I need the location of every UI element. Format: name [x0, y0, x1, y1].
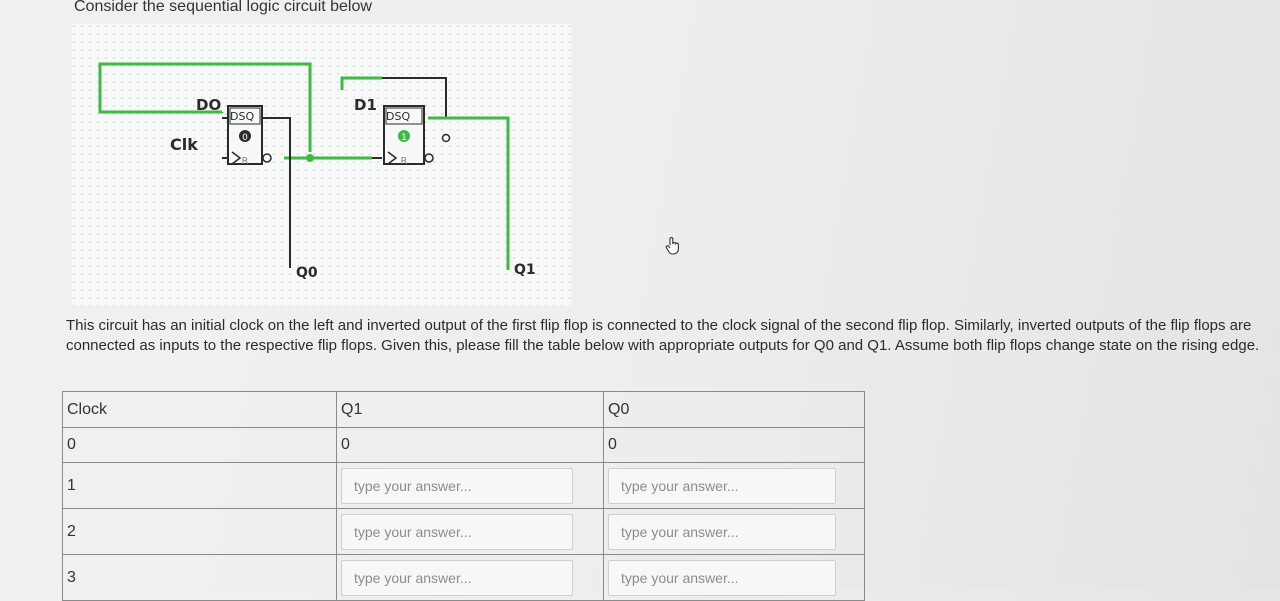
header-clock: Clock [62, 390, 337, 429]
hand-cursor-icon [664, 236, 682, 261]
svg-text:R: R [401, 156, 408, 167]
svg-text:1: 1 [401, 133, 407, 143]
table-row: 1 [62, 462, 865, 510]
ff0-input-label: DO [196, 96, 221, 114]
q1-cell: 0 [336, 427, 604, 464]
question-description: This circuit has an initial clock on the… [66, 317, 1260, 354]
q1-answer-input-3[interactable] [341, 559, 573, 596]
header-q0: Q0 [603, 390, 865, 429]
q1-answer-input-2[interactable] [341, 513, 573, 550]
q0-answer-input-2[interactable] [608, 513, 836, 550]
clock-cell: 1 [62, 462, 337, 510]
clk-label: Clk [170, 135, 198, 154]
table-header-row: Clock Q1 Q0 [62, 390, 865, 429]
ff1-input-label: D1 [354, 96, 377, 114]
q1-answer-input-1[interactable] [341, 467, 573, 504]
flip-flop-1: 1 R [383, 105, 451, 167]
table-row: 0 0 0 [62, 427, 865, 464]
answer-table: Clock Q1 Q0 0 0 0 1 2 3 [62, 390, 865, 601]
q0-answer-cell [603, 462, 865, 510]
q0-cell: 0 [603, 427, 865, 464]
q0-answer-input-1[interactable] [608, 467, 836, 504]
header-q1: Q1 [336, 390, 604, 429]
q0-answer-cell [603, 554, 865, 601]
table-row: 3 [62, 554, 865, 601]
question-intro: Consider the sequential logic circuit be… [74, 0, 372, 15]
clock-cell: 0 [62, 427, 337, 464]
svg-text:R: R [242, 156, 249, 167]
q1-answer-cell [336, 462, 604, 510]
q0-answer-input-3[interactable] [608, 559, 836, 596]
svg-text:0: 0 [242, 133, 248, 143]
q1-output-label: Q1 [514, 262, 536, 278]
q0-answer-cell [603, 508, 865, 556]
ff1-pins: DSQ [386, 110, 410, 123]
clock-cell: 2 [62, 508, 337, 556]
q1-answer-cell [336, 508, 604, 556]
q0-output-label: Q0 [296, 265, 318, 281]
q1-answer-cell [336, 554, 604, 601]
clock-cell: 3 [62, 554, 337, 601]
ff0-pins: DSQ [230, 110, 254, 123]
table-row: 2 [62, 508, 865, 556]
circuit-diagram: 0 R DSQ DO 1 R DSQ D1 Clk Q0 Q1 [72, 24, 582, 308]
flip-flop-0: 0 R [227, 105, 272, 167]
